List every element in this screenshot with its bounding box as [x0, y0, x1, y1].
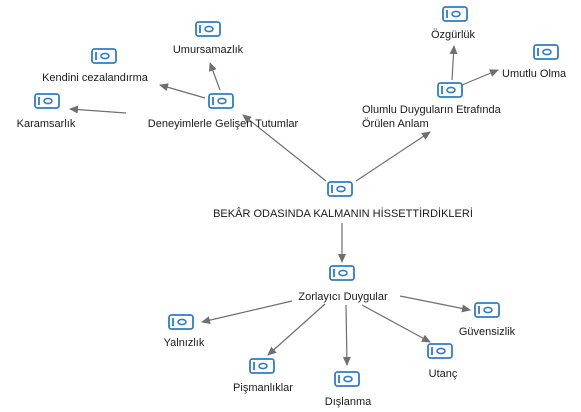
code-icon-olumlu	[437, 82, 463, 98]
node-label-olumlu-line1: Olumlu Duyguların Etrafında	[362, 104, 502, 116]
arrow-deneyimler-to-kendini	[159, 83, 206, 99]
code-icon-karamsarlik	[34, 93, 60, 109]
arrow-deneyimler-to-karamsarlik	[69, 105, 127, 114]
arrow-olumlu-to-ozgurluk	[449, 45, 458, 81]
connector-arrows	[69, 45, 499, 366]
arrow-root-to-deneyimler	[242, 114, 327, 182]
node-label-utanc: Utanç	[429, 368, 458, 380]
arrow-deneyimler-to-umursamazlik	[209, 62, 221, 91]
code-icon-umursamazlik	[195, 21, 221, 37]
node-label-umutlu-olma: Umutlu Olma	[502, 68, 567, 80]
arrow-zorlayici-to-pismanliklar	[267, 303, 326, 356]
code-icon-deneyimler	[208, 93, 234, 109]
code-icon-root	[327, 181, 353, 197]
arrow-zorlayici-to-utanc	[361, 304, 431, 343]
node-label-ozgurluk: Özgürlük	[431, 29, 476, 41]
arrow-root-to-olumlu	[355, 131, 431, 182]
arrow-zorlayici-to-guvensizlik	[399, 295, 471, 313]
code-icon-zorlayici	[329, 265, 355, 281]
code-icon-umutlu	[533, 44, 559, 60]
node-label-karamsarlik: Karamsarlık	[17, 118, 76, 130]
node-label-zorlayici: Zorlayıcı Duygular	[298, 291, 388, 303]
node-label-guvensizlik: Güvensizlik	[459, 326, 516, 338]
code-icon-utanc	[427, 343, 453, 359]
node-label-pismanliklar: Pişmanlıklar	[233, 382, 293, 394]
node-label-yalnizlik: Yalnızlık	[164, 337, 205, 349]
node-label-kendini-cezalandirma: Kendini cezalandırma	[42, 72, 149, 84]
code-icon-kendini	[91, 48, 117, 64]
code-icon-yalnizlik	[168, 314, 194, 330]
node-label-umursamazlik: Umursamazlık	[173, 44, 244, 56]
node-label-root: BEKÂR ODASINDA KALMANIN HİSSETTİRDİKLERİ	[213, 207, 473, 220]
code-icon-dislanma	[334, 371, 360, 387]
node-label-deneyimler: Deneyimlerle Gelişen Tutumlar	[148, 118, 299, 130]
code-icon-guvensizlik	[474, 302, 500, 318]
arrow-zorlayici-to-yalnizlik	[201, 300, 293, 325]
arrow-zorlayici-to-dislanma	[342, 304, 351, 366]
code-icon-ozgurluk	[442, 6, 468, 22]
arrow-olumlu-to-umutlu	[461, 69, 499, 86]
code-icon-pismanliklar	[249, 358, 275, 374]
node-label-dislanma: Dışlanma	[325, 396, 372, 408]
node-label-olumlu-line2: Örülen Anlam	[362, 118, 429, 130]
